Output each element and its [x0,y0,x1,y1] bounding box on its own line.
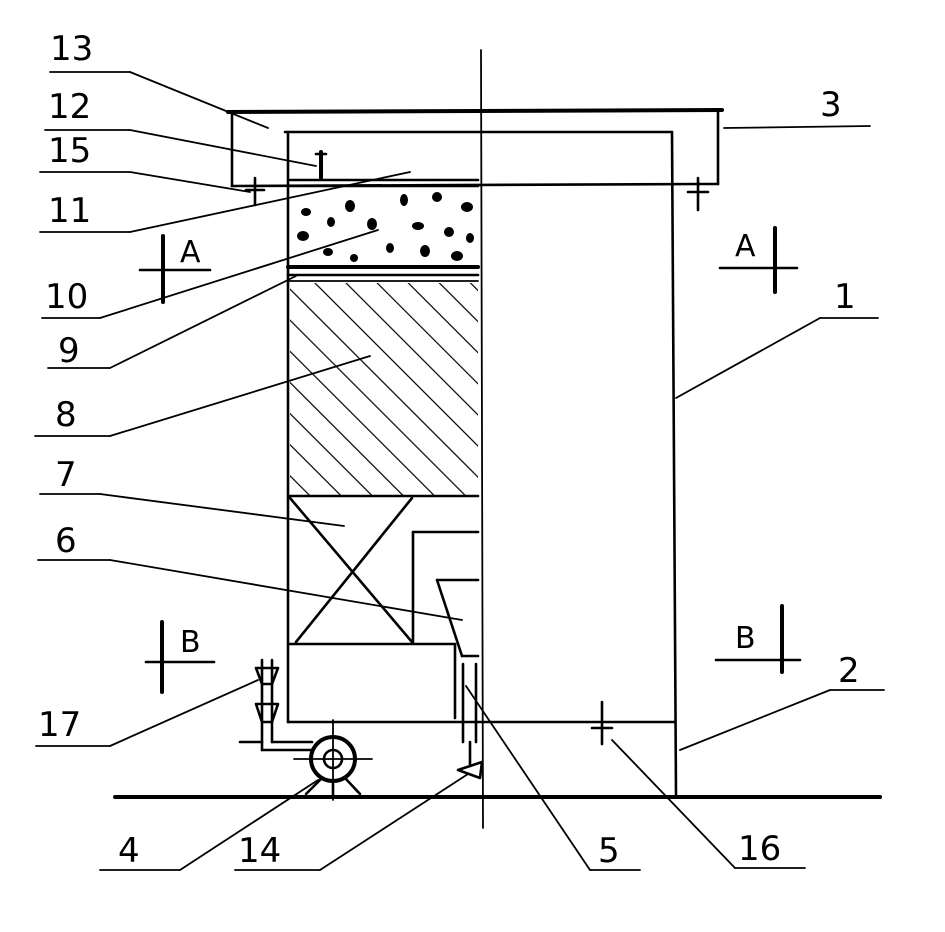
centerline [480,49,484,829]
section-b-right [714,604,802,674]
section-label-b-left: B [180,625,201,660]
section-a-right [718,226,799,294]
label-10: 10 [45,277,88,317]
label-2: 2 [838,651,860,691]
support-plate [286,265,480,282]
label-8: 8 [55,395,77,435]
drain-pipe [456,662,484,780]
label-6: 6 [55,521,77,561]
label-1: 1 [834,277,856,317]
label-3: 3 [820,85,842,125]
outer-housing [283,130,678,797]
section-a-left [138,234,212,304]
label-16: 16 [738,829,781,869]
section-b-left [144,620,216,694]
bolt-right [686,176,710,212]
label-17: 17 [38,705,81,745]
inner-box [411,530,480,658]
bolt-left [244,176,266,207]
bolt-bottom [590,700,614,746]
section-label-a-left: A [180,235,201,270]
leader-lines [34,71,885,871]
top-cover [226,108,724,188]
packing-layer [297,192,474,262]
label-13: 13 [50,29,93,69]
sprayer [314,150,328,180]
label-7: 7 [55,455,77,495]
label-14: 14 [238,831,281,871]
label-11: 11 [48,191,91,231]
hatched-bed [286,283,480,498]
label-4: 4 [118,831,140,871]
label-12: 12 [48,87,91,127]
label-5: 5 [598,831,620,871]
label-9: 9 [58,331,80,371]
section-label-b-right: B [735,621,756,656]
valve-assembly [238,658,314,752]
filter-mesh [288,178,480,188]
section-label-a-right: A [735,229,756,264]
pump [293,719,373,801]
label-15: 15 [48,131,91,171]
